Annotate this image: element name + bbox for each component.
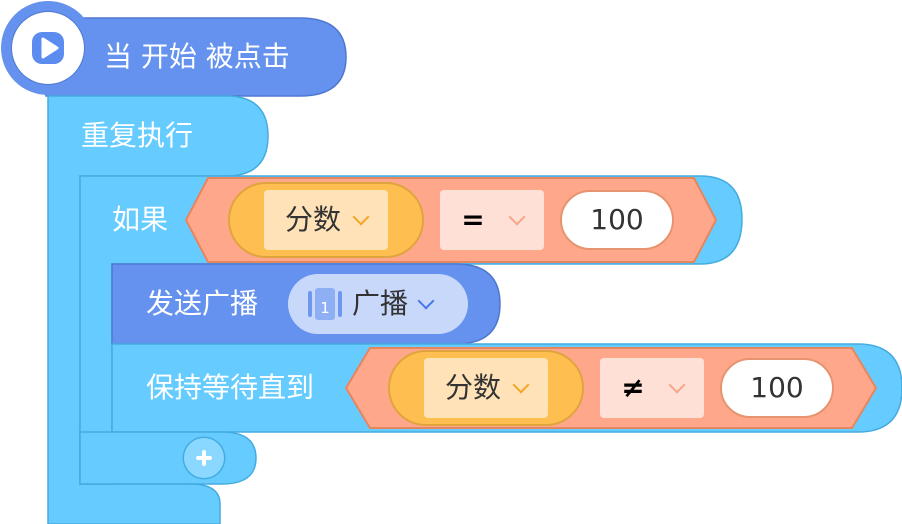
if-block-bottom bbox=[79, 431, 257, 485]
if-variable-dropdown[interactable]: 分数 bbox=[264, 190, 388, 250]
broadcast-block-label: 发送广播 bbox=[146, 287, 259, 320]
hat-block-shape bbox=[45, 17, 347, 97]
chevron-down-icon bbox=[352, 208, 370, 226]
broadcast-message-name: 广播 bbox=[352, 287, 409, 320]
forever-block-label: 重复执行 bbox=[81, 119, 194, 152]
chevron-down-icon bbox=[417, 292, 435, 310]
if-value-input[interactable]: 100 bbox=[560, 190, 674, 250]
wait-operator-dropdown[interactable]: ≠ bbox=[600, 358, 704, 418]
broadcast-message-dropdown[interactable]: 1 广播 bbox=[288, 274, 468, 334]
broadcast-message-number: 1 bbox=[320, 299, 330, 317]
chevron-down-icon bbox=[512, 376, 530, 394]
play-icon bbox=[32, 32, 64, 64]
chevron-down-icon bbox=[508, 208, 526, 226]
if-value-text: 100 bbox=[590, 203, 644, 236]
plus-icon bbox=[196, 450, 212, 466]
wait-variable-name: 分数 bbox=[444, 371, 501, 404]
broadcast-message-icon: 1 bbox=[308, 287, 342, 321]
forever-block-shape bbox=[47, 95, 269, 524]
wait-variable-dropdown[interactable]: 分数 bbox=[424, 358, 548, 418]
wait-until-block-label: 保持等待直到 bbox=[146, 371, 315, 404]
hat-block-label: 当 开始 被点击 bbox=[104, 40, 290, 73]
if-operator-symbol: = bbox=[461, 203, 485, 236]
chevron-down-icon bbox=[668, 376, 686, 394]
if-variable-reporter[interactable]: 分数 bbox=[228, 182, 424, 258]
if-block-label: 如果 bbox=[112, 203, 169, 236]
if-operator-dropdown[interactable]: = bbox=[440, 190, 544, 250]
wait-operator-symbol: ≠ bbox=[621, 371, 645, 404]
wait-value-text: 100 bbox=[750, 371, 804, 404]
green-flag-start-button[interactable] bbox=[12, 12, 84, 84]
wait-value-input[interactable]: 100 bbox=[720, 358, 834, 418]
add-block-button[interactable] bbox=[184, 438, 224, 478]
if-variable-name: 分数 bbox=[284, 203, 341, 236]
wait-variable-reporter[interactable]: 分数 bbox=[388, 350, 584, 426]
